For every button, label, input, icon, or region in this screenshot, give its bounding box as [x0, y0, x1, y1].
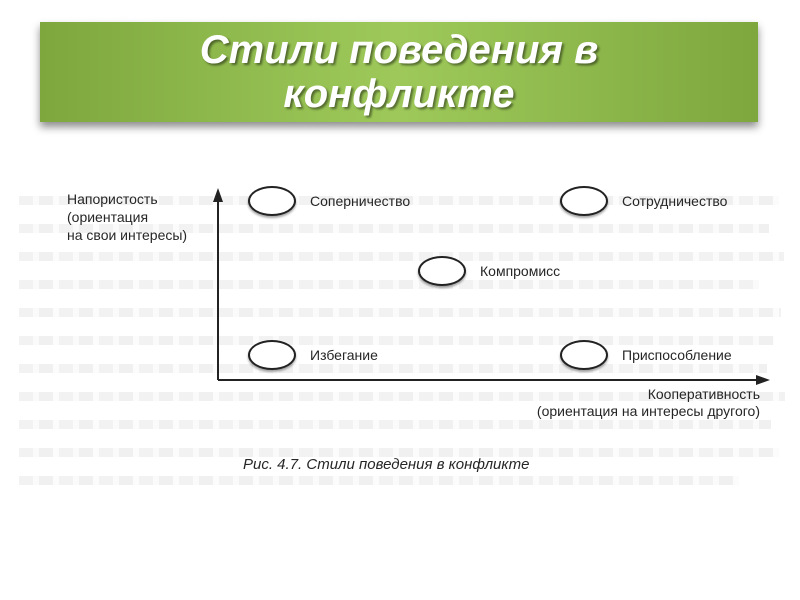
x-axis-arrow-icon: [756, 375, 770, 385]
style-label: Приспособление: [622, 347, 732, 363]
conflict-styles-diagram: Напористость (ориентация на свои интерес…: [15, 178, 790, 503]
oval-icon: [248, 340, 296, 370]
faded-text-line: [19, 224, 769, 233]
faded-text-line: [19, 420, 771, 429]
faded-text-line: [19, 476, 739, 485]
faded-text-line: [19, 364, 767, 373]
oval-icon: [248, 186, 296, 216]
axes: [213, 188, 770, 385]
x-axis-label: Кооперативность (ориентация на интересы …: [537, 386, 760, 420]
style-node-avoidance: Избегание: [248, 340, 378, 370]
faded-text-line: [19, 196, 779, 205]
y-axis-label-line: (ориентация: [67, 209, 149, 225]
oval-icon: [418, 256, 466, 286]
title-banner: Стили поведения в конфликте: [40, 22, 758, 122]
y-axis-label: Напористость (ориентация на свои интерес…: [67, 190, 187, 244]
y-axis-label-line: на свои интересы): [67, 227, 188, 243]
style-label: Сотрудничество: [622, 193, 728, 209]
style-label: Соперничество: [310, 193, 411, 209]
y-axis-label-line: Напористость: [67, 191, 158, 207]
faded-text-line: [19, 392, 785, 401]
faded-text-line: [19, 336, 774, 345]
faded-background-text: [15, 178, 790, 503]
x-axis-label-line: (ориентация на интересы другого): [536, 403, 760, 419]
style-label: Избегание: [310, 347, 378, 363]
faded-text-line: [19, 308, 781, 317]
style-node-accommodation: Приспособление: [560, 340, 732, 370]
faded-text-line: [19, 280, 759, 289]
style-node-competition: Соперничество: [248, 186, 410, 216]
faded-text-line: [19, 448, 779, 457]
oval-icon: [560, 340, 608, 370]
figure-caption: Рис. 4.7. Стили поведения в конфликте: [243, 456, 530, 473]
style-label: Компромисс: [480, 263, 561, 279]
slide-title: Стили поведения в конфликте: [199, 28, 599, 116]
oval-icon: [560, 186, 608, 216]
x-axis-label-line: Кооперативность: [647, 386, 760, 402]
y-axis-arrow-icon: [213, 188, 223, 202]
style-node-compromise: Компромисс: [418, 256, 560, 286]
style-node-cooperation: Сотрудничество: [560, 186, 727, 216]
faded-text-line: [19, 252, 784, 261]
